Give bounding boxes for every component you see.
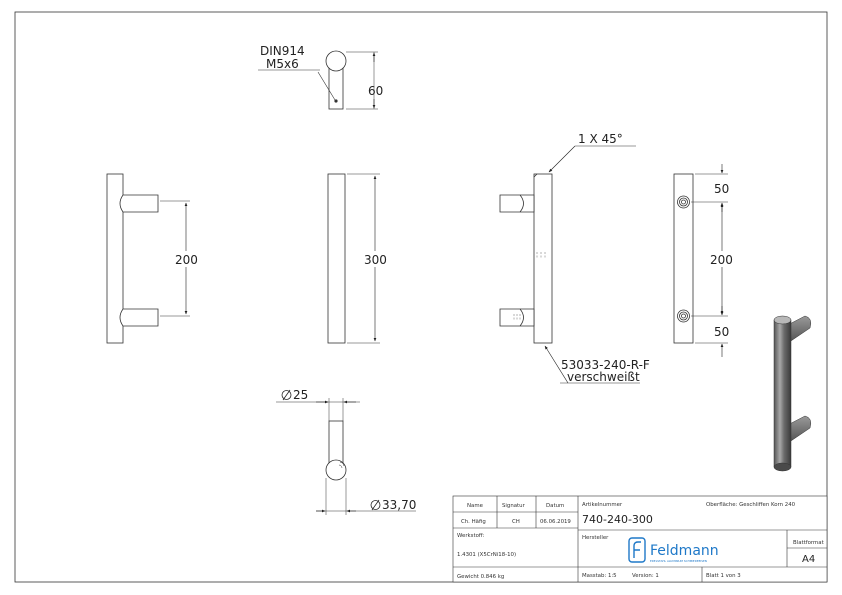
chamfer-label: 1 X 45° <box>578 132 623 146</box>
section-hidden-lines <box>513 252 546 320</box>
diameter-symbol-icon <box>370 500 381 510</box>
dia-end-dim: 33,70 <box>382 498 416 512</box>
back-spacing-dim: 200 <box>710 253 733 267</box>
weld-leader <box>544 345 569 384</box>
tb-article-number: 740-240-300 <box>582 513 653 526</box>
tb-manufacturer-label: Hersteller <box>582 535 609 541</box>
side-view <box>327 173 380 344</box>
dia-tube-dim: 25 <box>293 388 308 402</box>
tb-signature: CH <box>512 519 520 525</box>
tb-version: Version: 1 <box>632 573 659 579</box>
tb-article-label: Artikelnummer <box>582 502 623 508</box>
tb-header-name: Name <box>467 503 484 509</box>
tb-material-label: Werkstoff: <box>457 533 485 539</box>
front-spacing-dim: 200 <box>175 253 198 267</box>
side-length-dim: 300 <box>364 253 387 267</box>
weld-note-line-1: 53033-240-R-F <box>561 358 650 372</box>
tb-material: 1.4301 (X5CrNi18-10) <box>457 552 516 558</box>
thread-spec-line-1: DIN914 <box>260 44 305 58</box>
tb-format: A4 <box>802 554 815 565</box>
bottom-view <box>325 398 347 515</box>
top-view <box>317 50 378 110</box>
back-bottom-dim: 50 <box>714 325 729 339</box>
tb-header-date: Datum <box>546 503 564 509</box>
back-top-dim: 50 <box>714 182 729 196</box>
back-view <box>673 173 728 344</box>
handle-3d-render <box>773 315 812 472</box>
front-view <box>106 173 190 344</box>
tb-scale: Masstab: 1:5 <box>582 573 617 579</box>
tb-brand: Feldmann <box>650 543 719 559</box>
tb-weight: Gewicht 0.846 kg <box>457 574 504 580</box>
thread-spec-line-2: M5x6 <box>266 57 299 71</box>
diameter-symbol-icon <box>281 390 292 400</box>
title-block <box>452 495 828 583</box>
tb-name: Ch. Häfig <box>461 519 486 525</box>
sheet-border <box>14 11 828 583</box>
feldmann-logo-icon <box>628 537 646 563</box>
tb-sheet: Blatt 1 von 3 <box>706 573 741 579</box>
weld-note-line-2: verschweißt <box>567 370 640 384</box>
top-depth-dim: 60 <box>368 84 383 98</box>
tb-format-label: Blattformat <box>793 540 824 546</box>
chamfer-leader <box>548 145 576 173</box>
tb-surface: Oberfläche: Geschliffen Korn 240 <box>706 502 796 508</box>
tb-brand-tagline: EDELSTAHL ALUMINIUM SCHMIEDEEISEN <box>650 559 707 563</box>
tb-date: 06.06.2019 <box>540 519 571 525</box>
section-view <box>499 173 553 344</box>
tb-header-signature: Signatur <box>502 503 526 509</box>
